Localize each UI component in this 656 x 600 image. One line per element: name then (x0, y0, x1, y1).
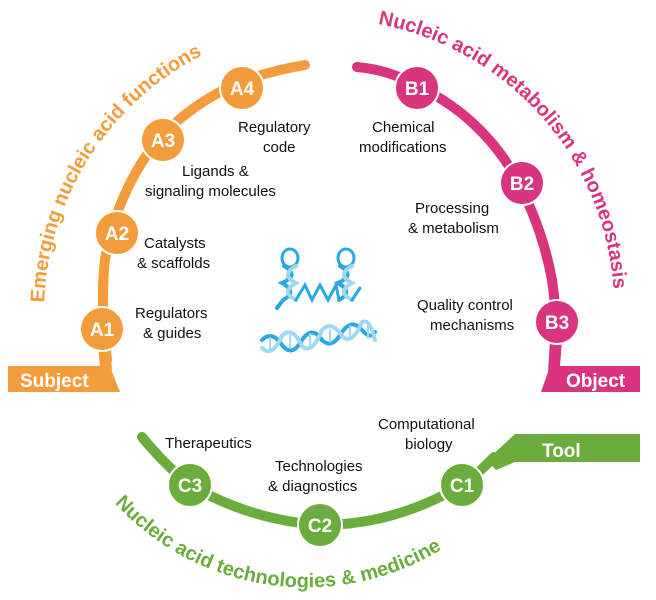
node-a3[interactable]: A3 (140, 117, 186, 163)
svg-text:A4: A4 (230, 79, 255, 100)
desc-a1: Regulators & guides (135, 305, 212, 342)
svg-text:B3: B3 (545, 313, 569, 334)
desc-c3: Therapeutics (165, 435, 252, 452)
svg-text:C1: C1 (450, 476, 475, 497)
svg-text:C3: C3 (178, 476, 202, 497)
object-tag-label: Object (566, 371, 626, 392)
desc-c2: Technologies & diagnostics (268, 458, 367, 495)
desc-b3: Quality control mechanisms (417, 297, 517, 334)
svg-text:B2: B2 (510, 174, 534, 195)
desc-b2: Processing & metabolism (408, 200, 499, 237)
desc-a4: Regulatory code (238, 119, 315, 156)
node-c1[interactable]: C1 (439, 462, 485, 508)
subject-tag (8, 335, 120, 392)
node-b3[interactable]: B3 (534, 299, 580, 345)
section-a: Subject Emerging nucleic acid functions … (8, 40, 315, 392)
svg-text:A2: A2 (105, 224, 129, 245)
node-a4[interactable]: A4 (219, 65, 265, 111)
svg-text:A1: A1 (90, 320, 115, 341)
tool-tag-label: Tool (542, 441, 581, 462)
desc-a3: Ligands & signaling molecules (145, 163, 276, 200)
subject-tag-label: Subject (20, 371, 89, 392)
object-tag (541, 340, 640, 392)
section-c-title: Nucleic acid technologies & medicine (111, 491, 445, 592)
svg-text:B1: B1 (405, 79, 430, 100)
node-b1[interactable]: B1 (394, 65, 440, 111)
svg-text:A3: A3 (151, 131, 175, 152)
dna-double-helix-icon (260, 319, 377, 353)
node-a1[interactable]: A1 (79, 306, 125, 352)
node-a2[interactable]: A2 (94, 210, 140, 256)
desc-a2: Catalysts & scaffolds (137, 235, 210, 272)
desc-b1: Chemical modifications (359, 119, 447, 156)
desc-c1: Computational biology (378, 416, 479, 453)
section-b: Object Nucleic acid metabolism & homeost… (352, 7, 640, 392)
node-b2[interactable]: B2 (499, 160, 545, 206)
node-c3[interactable]: C3 (167, 462, 213, 508)
node-c2[interactable]: C2 (297, 502, 343, 548)
rna-hairpin-icon (275, 247, 362, 310)
tool-tag (487, 434, 640, 470)
section-c: Tool Nucleic acid technologies & medicin… (111, 416, 640, 592)
svg-text:C2: C2 (308, 516, 332, 537)
